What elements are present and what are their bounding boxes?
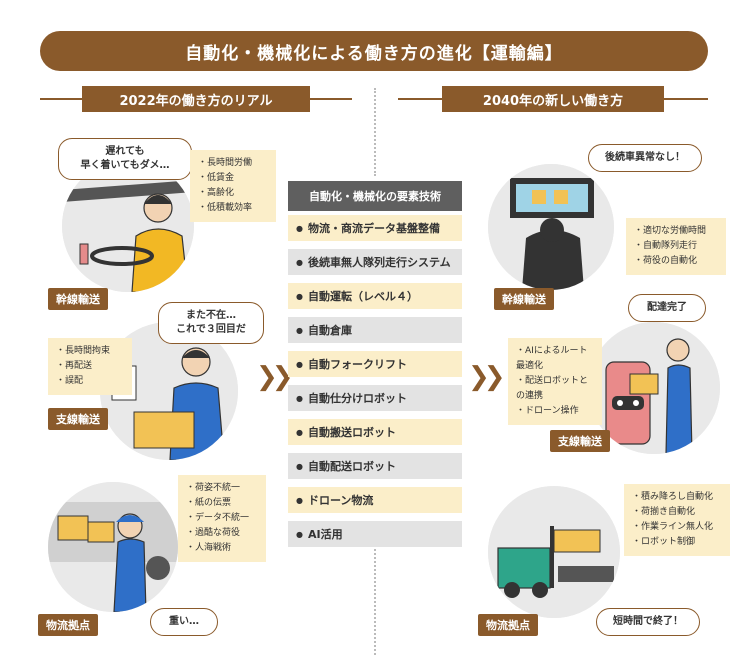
issue-item: 過酷な荷役: [186, 526, 258, 541]
issue-item: 低積載効率: [198, 201, 268, 216]
tech-item: 自動配送ロボット: [288, 453, 462, 479]
trunk-2040-tag: 幹線輸送: [494, 288, 554, 310]
trunk-2040-speech-bubble: 後続車異常なし！: [588, 144, 702, 172]
tech-item: AI活用: [288, 521, 462, 547]
issue-item: 人海戦術: [186, 541, 258, 556]
issue-item: 荷姿不統一: [186, 481, 258, 496]
chevron-right-icon: ❯❯: [256, 362, 293, 392]
issue-item: 誤配: [56, 374, 124, 389]
trunk-2022-issues: 長時間労働 低賃金 高齢化 低積載効率: [190, 150, 276, 222]
tech-item: ドローン物流: [288, 487, 462, 513]
issue-item: 再配送: [56, 359, 124, 374]
bubble-line: 遅れても: [105, 146, 145, 157]
feature-item: ドローン操作: [516, 404, 594, 419]
branch-2022-speech-bubble: また不在… これで３回目だ: [158, 302, 264, 344]
feature-item: 荷揃き自動化: [632, 505, 722, 520]
automated-forklift-icon: [488, 486, 620, 618]
hub-2040-illustration: [488, 486, 620, 618]
hub-2022-issues: 荷姿不統一 紙の伝票 データ不統一 過酷な荷役 人海戦術: [178, 475, 266, 562]
feature-item: 配送ロボットとの連携: [516, 374, 594, 404]
hub-2040-features: 積み降ろし自動化 荷揃き自動化 作業ライン無人化 ロボット制御: [624, 484, 730, 556]
bubble-line: また不在…: [186, 310, 236, 321]
hub-2022-tag: 物流拠点: [38, 614, 98, 636]
hub-2022-speech-bubble: 重い…: [150, 608, 218, 636]
trunk-2040-features: 適切な労働時間 自動隊列走行 荷役の自動化: [626, 218, 726, 275]
tech-item: 自動仕分けロボット: [288, 385, 462, 411]
issue-item: 長時間労働: [198, 156, 268, 171]
trunk-2040-illustration: [488, 164, 614, 290]
tech-item: 後続車無人隊列走行システム: [288, 249, 462, 275]
issue-item: 低賃金: [198, 171, 268, 186]
hub-2022-illustration: [48, 482, 178, 612]
trunk-2022-tag: 幹線輸送: [48, 288, 108, 310]
branch-2022-issues: 長時間拘束 再配送 誤配: [48, 338, 132, 395]
branch-2040-illustration: [588, 322, 720, 454]
hub-2040-speech-bubble: 短時間で終了！: [596, 608, 700, 636]
branch-2040-tag: 支線輸送: [550, 430, 610, 452]
branch-2040-speech-bubble: 配達完了: [628, 294, 706, 322]
warehouse-worker-icon: [48, 482, 178, 612]
feature-item: 自動隊列走行: [634, 239, 718, 254]
feature-item: 適切な労働時間: [634, 224, 718, 239]
feature-item: AIによるルート最適化: [516, 344, 594, 374]
branch-2040-features: AIによるルート最適化 配送ロボットとの連携 ドローン操作: [508, 338, 602, 425]
chevron-right-icon: ❯❯: [468, 362, 505, 392]
issue-item: 高齢化: [198, 186, 268, 201]
right-section-heading: 2040年の新しい働き方: [442, 86, 664, 112]
left-section-heading: 2022年の働き方のリアル: [82, 86, 310, 112]
hub-2040-tag: 物流拠点: [478, 614, 538, 636]
delivery-robot-icon: [588, 322, 720, 454]
issue-item: データ不統一: [186, 511, 258, 526]
tech-list-heading: 自動化・機械化の要素技術: [288, 181, 462, 211]
tech-item: 物流・商流データ基盤整備: [288, 215, 462, 241]
center-divider-bottom: [374, 545, 376, 655]
trunk-2022-speech-bubble: 遅れても 早く着いてもダメ…: [58, 138, 192, 180]
tech-item: 自動フォークリフト: [288, 351, 462, 377]
tech-item: 自動倉庫: [288, 317, 462, 343]
tech-item: 自動搬送ロボット: [288, 419, 462, 445]
issue-item: 紙の伝票: [186, 496, 258, 511]
tech-item: 自動運転（レベル４）: [288, 283, 462, 309]
branch-2022-tag: 支線輸送: [48, 408, 108, 430]
bubble-line: これで３回目だ: [176, 324, 246, 335]
feature-item: 作業ライン無人化: [632, 520, 722, 535]
feature-item: ロボット制御: [632, 535, 722, 550]
center-divider-top: [374, 88, 376, 176]
platoon-monitor-icon: [488, 164, 614, 290]
feature-item: 積み降ろし自動化: [632, 490, 722, 505]
bubble-line: 早く着いてもダメ…: [80, 160, 170, 171]
issue-item: 長時間拘束: [56, 344, 124, 359]
page-title: 自動化・機械化による働き方の進化【運輸編】: [40, 31, 708, 71]
feature-item: 荷役の自動化: [634, 254, 718, 269]
